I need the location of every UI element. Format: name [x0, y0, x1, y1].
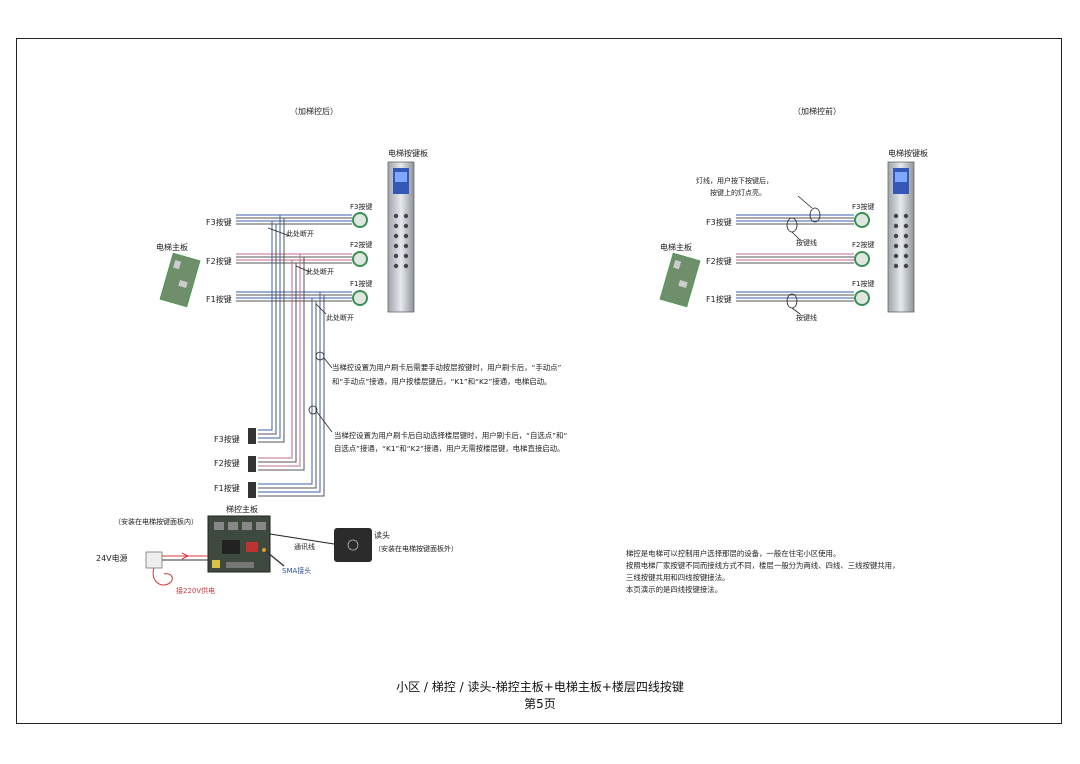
footer-path: 小区 / 梯控 / 读头-梯控主板+电梯主板+楼层四线按键 [396, 679, 684, 694]
left-cut-markers [267, 227, 327, 315]
left-comm-wire [269, 533, 335, 545]
right-button-f1: F1按键 [852, 279, 874, 288]
right-floor-buttons [854, 212, 870, 306]
left-title: （加梯控后） [290, 106, 338, 116]
right-title: （加梯控前） [793, 106, 841, 116]
left-note1-line1: 当梯控设置为用户刷卡后需要手动按层按键时，用户刷卡后，“手动点” [332, 363, 562, 372]
right-key-wires [736, 214, 854, 302]
left-drop-wires [258, 215, 325, 497]
left-key-f2: F2按键 [206, 256, 232, 266]
left-lower-key-f1: F1按键 [214, 483, 240, 493]
left-comm-label: 通讯线 [294, 542, 315, 551]
left-note1-marker [315, 351, 325, 361]
right-desc-line3: 三线按键共用和四线按键接法。 [626, 573, 729, 582]
left-cut-f2: 此处断开 [306, 267, 334, 276]
left-elevator-board [159, 252, 201, 308]
right-elevator-board-label: 电梯主板 [660, 242, 692, 252]
left-reader-title: 读头 [374, 530, 390, 540]
right-key-wire2: 按键线 [796, 313, 817, 322]
right-panel-title: 电梯按键板 [888, 148, 928, 158]
left-power-label: 24V电源 [96, 553, 128, 563]
left-reader-sub: （安装在电梯按键面板外） [374, 544, 458, 553]
left-elevator-panel [387, 161, 415, 313]
right-desc-line2: 按照电梯厂家按键不同而接线方式不同，楼层一般分为两线、四线、三线按键共用， [626, 561, 899, 570]
footer-page: 第5页 [524, 697, 556, 711]
right-lamp-line2: 按键上的灯点亮。 [710, 188, 766, 197]
right-callout-markers [786, 195, 821, 315]
left-button-f1: F1按键 [350, 279, 372, 288]
right-elevator-panel [887, 161, 915, 313]
left-lower-key-f3: F3按键 [214, 434, 240, 444]
left-note2-marker [308, 405, 318, 415]
right-button-f3: F3按键 [852, 202, 874, 211]
left-lower-terminals [248, 428, 256, 498]
right-key-f3: F3按键 [706, 217, 732, 227]
left-panel-title: 电梯按键板 [388, 148, 428, 158]
right-lamp-line1: 灯线，用户按下按键后， [696, 176, 773, 185]
left-note2-line1: 当梯控设置为用户刷卡后自动选择楼层键时，用户刷卡后，“自选点”和“ [334, 431, 567, 440]
left-key-wires [236, 214, 352, 302]
right-button-f2: F2按键 [852, 240, 874, 249]
left-ac-label: 接220V供电 [176, 586, 215, 595]
left-controller-board [207, 515, 271, 573]
left-antenna-label: SMA接头 [282, 566, 311, 575]
left-antenna [261, 547, 285, 567]
left-lower-key-f2: F2按键 [214, 458, 240, 468]
left-power-wires [152, 552, 208, 586]
left-elevator-board-label: 电梯主板 [156, 242, 188, 252]
left-floor-buttons [352, 212, 368, 306]
left-cut-f3: 此处断开 [286, 229, 314, 238]
left-note2-line2: 自选点”接通，“K1”和“K2”接通，用户无需按楼层键，电梯直接启动。 [334, 444, 564, 453]
left-note1-line2: 和“手动点”接通，用户按楼层键后，“K1”和“K2”接通，电梯启动。 [332, 377, 551, 386]
right-desc-line4: 本页演示的是四线按键接法。 [626, 585, 722, 594]
right-key-f2: F2按键 [706, 256, 732, 266]
left-key-f1: F1按键 [206, 294, 232, 304]
left-button-f3: F3按键 [350, 202, 372, 211]
left-power-supply [145, 551, 163, 569]
left-button-f2: F2按键 [350, 240, 372, 249]
page-frame [16, 38, 1062, 724]
left-controller-sub: （安装在电梯按键面板内） [114, 517, 198, 526]
left-cut-f1: 此处断开 [326, 313, 354, 322]
right-elevator-board [659, 252, 701, 308]
left-controller-title: 梯控主板 [226, 504, 258, 514]
left-card-reader [334, 528, 372, 562]
left-key-f3: F3按键 [206, 217, 232, 227]
right-desc-line1: 梯控是电梯可以控制用户选择那层的设备，一般在住宅小区使用。 [626, 549, 840, 558]
right-key-wire1: 按键线 [796, 238, 817, 247]
right-key-f1: F1按键 [706, 294, 732, 304]
